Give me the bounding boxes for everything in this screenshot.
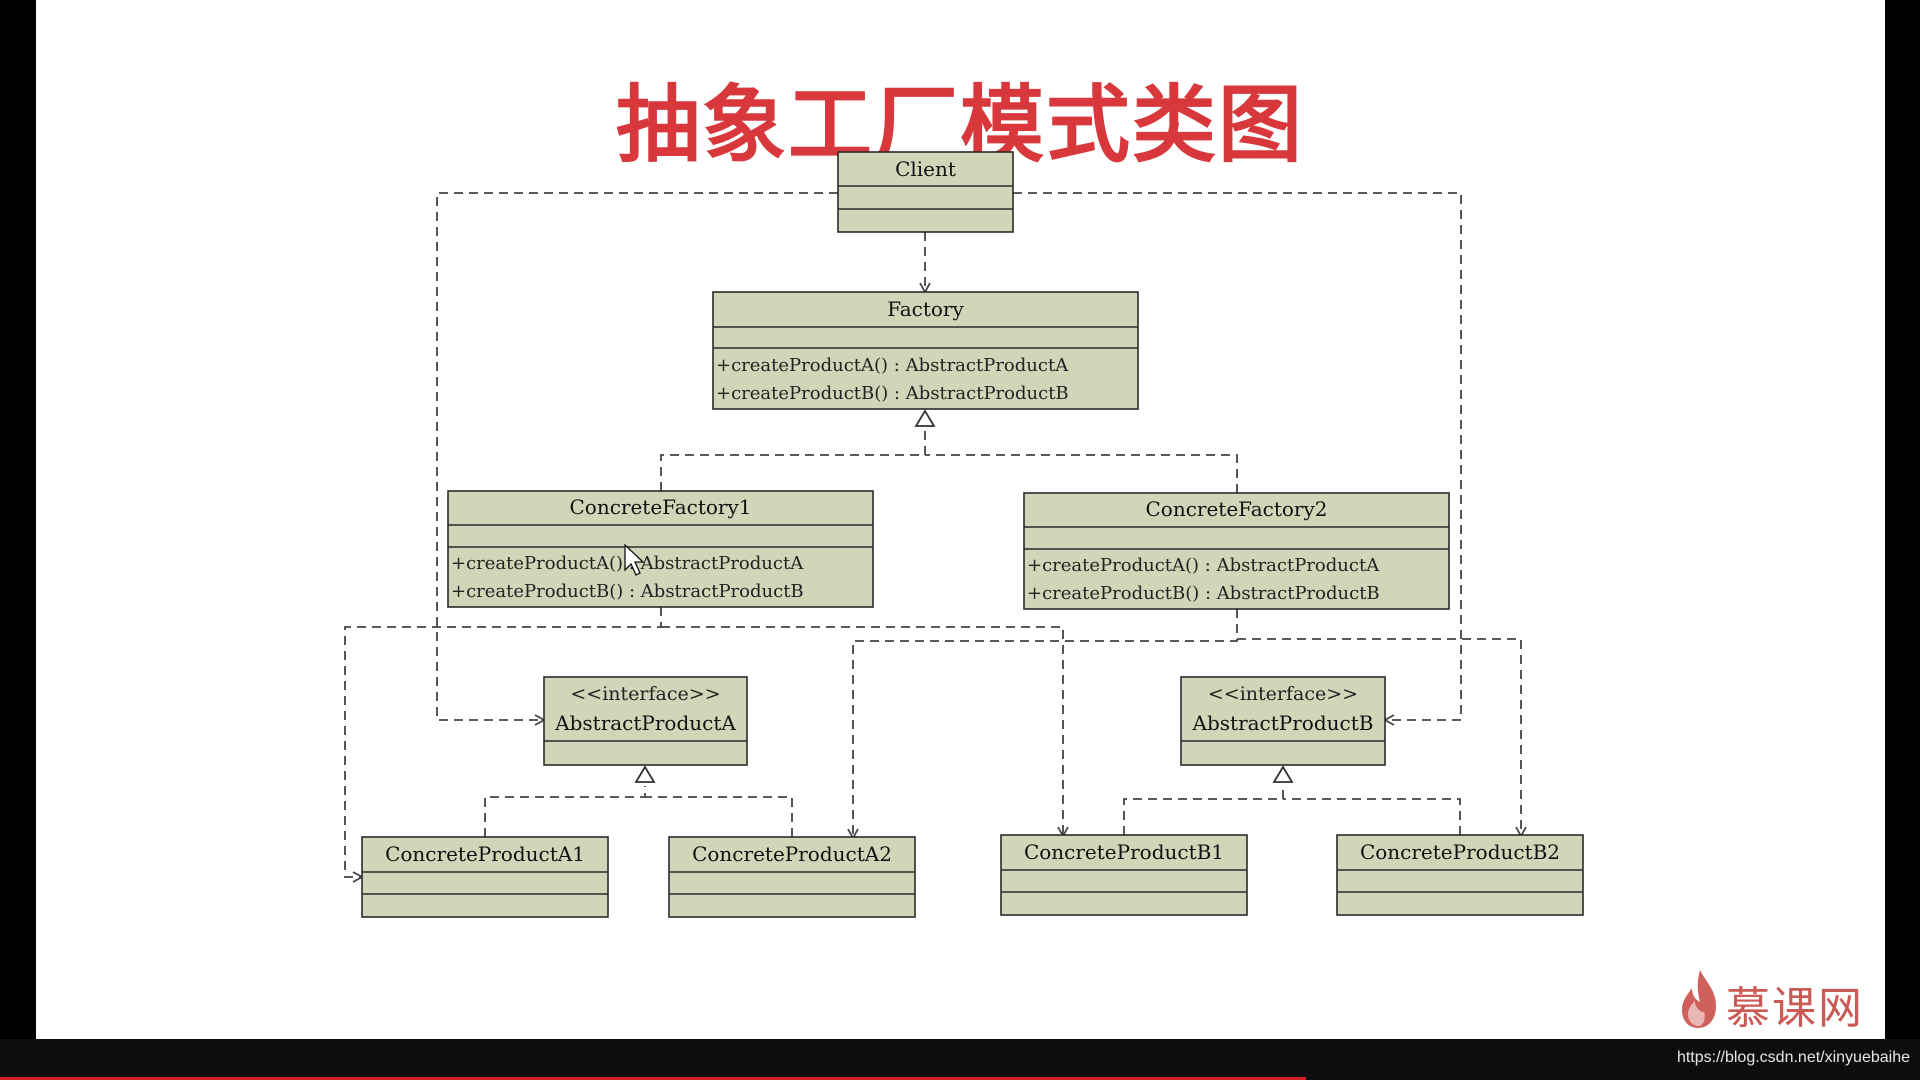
apa-realization-triangle — [634, 765, 656, 783]
class-concretefactory2-name: ConcreteFactory2 — [1145, 497, 1327, 521]
edge-cf1-creates-cpb1 — [661, 626, 1069, 838]
class-client-name: Client — [895, 157, 956, 181]
class-client[interactable]: Client — [837, 151, 1014, 233]
video-bottom-bar — [0, 1039, 1920, 1080]
class-abstractproductb[interactable]: <<interface>> AbstractProductB — [1180, 676, 1386, 766]
watermark-url: https://blog.csdn.net/xinyuebaihe — [1676, 1049, 1910, 1066]
class-concreteproductb2[interactable]: ConcreteProductB2 — [1336, 834, 1584, 916]
edge-cpa1-realizes-apa — [484, 786, 646, 837]
factory-realization-triangle — [914, 409, 936, 427]
class-concreteproductb1-box — [1000, 834, 1248, 916]
edge-client-abstractproducta — [436, 192, 838, 726]
class-concreteproducta2-box — [668, 836, 916, 918]
edge-cf2-creates-cpa2 — [847, 609, 1238, 840]
class-concreteproductb1-name: ConcreteProductB1 — [1024, 840, 1224, 864]
class-concreteproductb1[interactable]: ConcreteProductB1 — [1000, 834, 1248, 916]
mouse-cursor-icon — [624, 543, 645, 576]
class-abstractproductb-box — [1180, 676, 1386, 766]
class-factory[interactable]: Factory +createProductA() : AbstractProd… — [712, 291, 1139, 410]
class-abstractproducta-name: AbstractProductA — [554, 711, 736, 735]
class-concretefactory1-op: +createProductB() : AbstractProductB — [451, 581, 804, 602]
edge-cpb2-realizes-apb — [1283, 798, 1461, 835]
class-concretefactory2-op: +createProductA() : AbstractProductA — [1027, 555, 1380, 576]
class-abstractproducta-box — [543, 676, 748, 766]
class-factory-name: Factory — [887, 297, 964, 321]
class-concretefactory1-box — [447, 490, 874, 608]
class-concreteproductb2-name: ConcreteProductB2 — [1360, 840, 1560, 864]
edges — [344, 192, 1527, 883]
class-client-box — [837, 151, 1014, 233]
class-concreteproducta1[interactable]: ConcreteProductA1 — [361, 836, 609, 918]
class-factory-op: +createProductA() : AbstractProductA — [716, 355, 1069, 376]
class-abstractproducta[interactable]: <<interface>> AbstractProductA — [543, 676, 748, 766]
class-concretefactory2[interactable]: ConcreteFactory2 +createProductA() : Abs… — [1023, 492, 1450, 610]
class-concreteproductb2-box — [1336, 834, 1584, 916]
brand-logo: 慕课网 — [1672, 966, 1882, 1036]
class-concretefactory1[interactable]: ConcreteFactory1 +createProductA() : Abs… — [447, 490, 874, 608]
class-abstractproductb-name: AbstractProductB — [1192, 711, 1374, 735]
class-factory-op: +createProductB() : AbstractProductB — [716, 383, 1069, 404]
edge-client-abstractproductb — [1013, 192, 1462, 726]
class-concretefactory2-box — [1023, 492, 1450, 610]
edge-cf1-creates-cpa1 — [344, 607, 662, 883]
class-concreteproducta2-name: ConcreteProductA2 — [692, 842, 892, 866]
class-concreteproducta1-box — [361, 836, 609, 918]
class-abstractproductb-stereotype: <<interface>> — [1208, 683, 1358, 705]
edge-cpb1-realizes-apb — [1123, 786, 1284, 835]
brand-logo-text: 慕课网 — [1726, 983, 1864, 1034]
class-abstractproducta-stereotype: <<interface>> — [570, 683, 720, 705]
edge-cf2-creates-cpb2 — [1237, 638, 1527, 838]
video-progress-bar[interactable] — [0, 1077, 1306, 1080]
class-factory-box — [712, 291, 1139, 410]
edge-cf1-realizes-factory — [660, 428, 926, 491]
apb-realization-triangle — [1272, 765, 1294, 783]
class-concreteproducta2[interactable]: ConcreteProductA2 — [668, 836, 916, 918]
flame-icon — [1682, 970, 1716, 1028]
class-concreteproducta1-name: ConcreteProductA1 — [385, 842, 585, 866]
edge-cpa2-realizes-apa — [645, 796, 793, 837]
edge-cf2-realizes-factory — [925, 454, 1238, 493]
class-concretefactory2-op: +createProductB() : AbstractProductB — [1027, 583, 1380, 604]
class-concretefactory1-name: ConcreteFactory1 — [569, 495, 751, 519]
